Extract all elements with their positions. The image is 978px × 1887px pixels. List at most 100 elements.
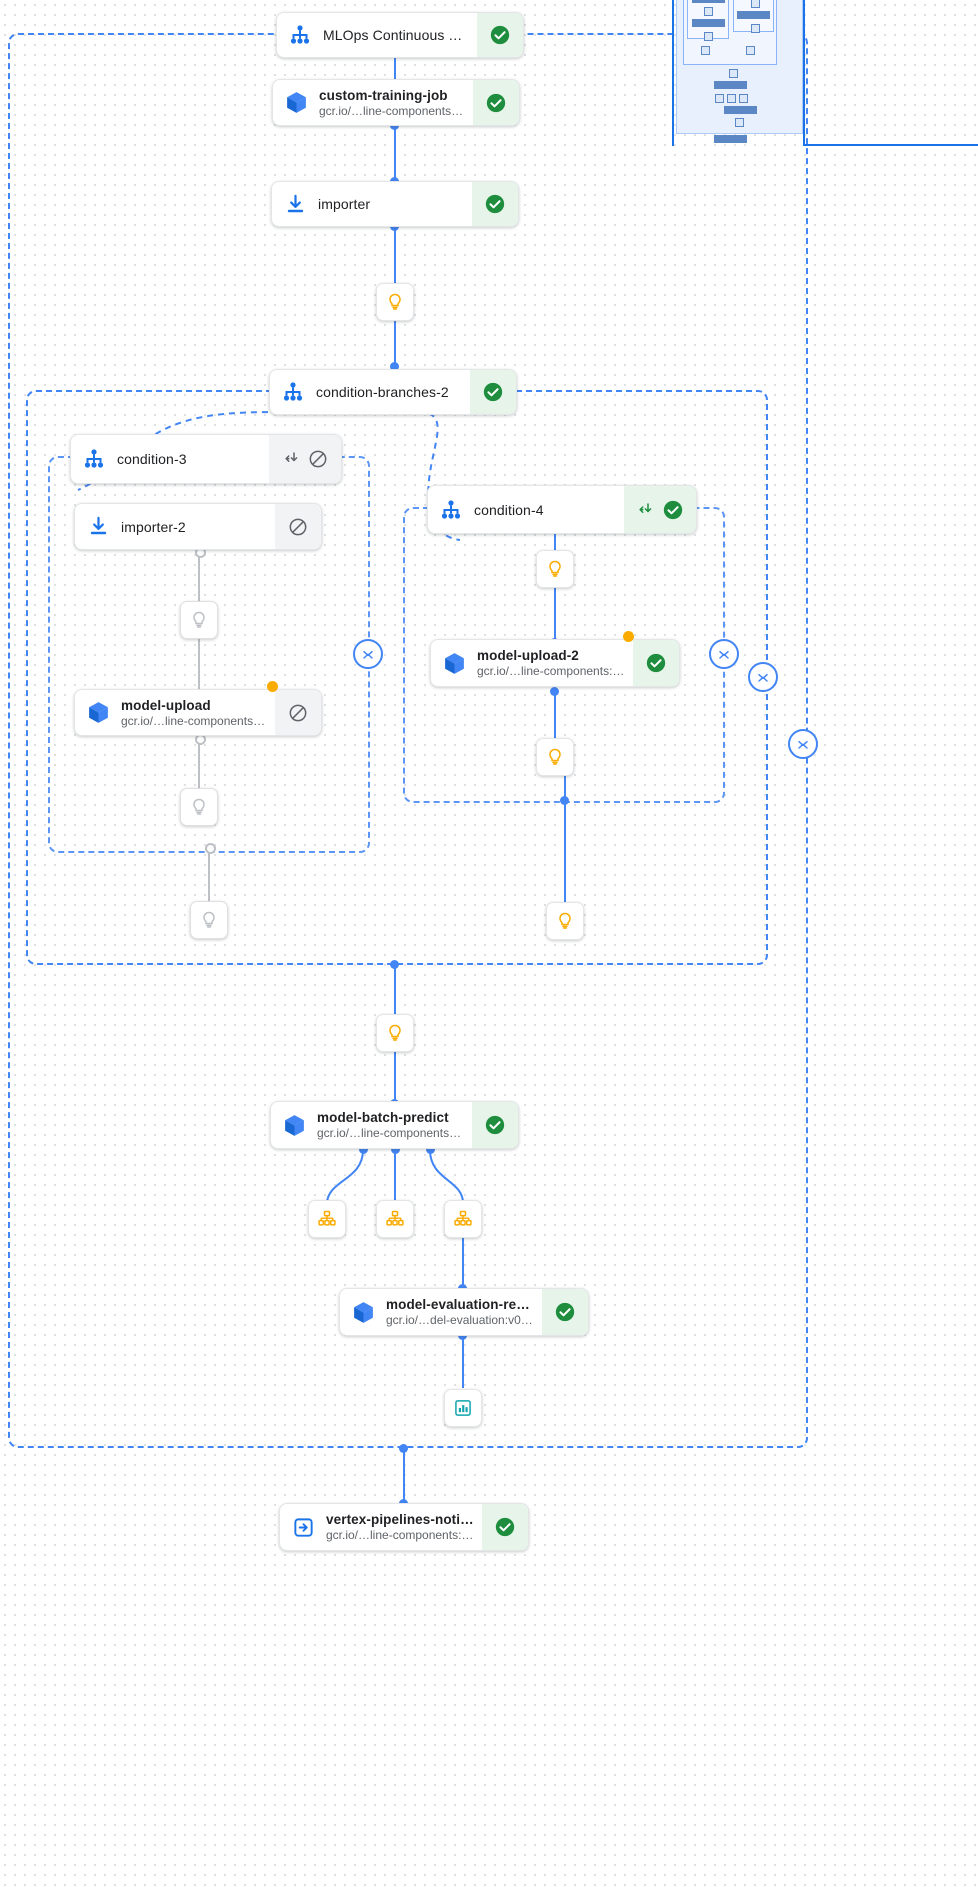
edge-model-upload-to-artifact bbox=[198, 733, 200, 790]
import-icon bbox=[272, 182, 318, 226]
node-subtitle: gcr.io/…del-evaluation:v0.9.3 bbox=[386, 1313, 534, 1327]
status-badge-succeeded bbox=[472, 1102, 518, 1148]
edge-branches-out bbox=[394, 963, 396, 1019]
import-icon bbox=[75, 504, 121, 549]
nested-branch-icon bbox=[285, 452, 298, 462]
node-model-evaluation[interactable]: model-evaluation-regres… gcr.io/…del-eva… bbox=[339, 1288, 589, 1336]
node-text: model-evaluation-regres… gcr.io/…del-eva… bbox=[386, 1289, 542, 1335]
edge-dot bbox=[390, 960, 399, 969]
node-condition-branches-2[interactable]: condition-branches-2 bbox=[269, 369, 517, 415]
node-title: condition-4 bbox=[474, 501, 544, 518]
node-vertex-pipelines-notification[interactable]: vertex-pipelines-notificat… gcr.io/…line… bbox=[279, 1503, 529, 1551]
node-importer[interactable]: importer bbox=[271, 181, 519, 227]
edge-artifact-to-model-evaluation bbox=[462, 1238, 464, 1288]
artifact-bulb-4[interactable] bbox=[190, 901, 228, 939]
node-subtitle: gcr.io/…line-components:2.6.0 bbox=[319, 103, 465, 118]
node-text: MLOps Continuous Traini… bbox=[323, 13, 477, 57]
node-marker-dot bbox=[267, 681, 278, 692]
minimap-node bbox=[751, 0, 760, 8]
node-title: model-batch-predict bbox=[317, 1110, 449, 1125]
collapse-toggle-condition-3[interactable] bbox=[353, 639, 383, 669]
dag-icon bbox=[277, 13, 323, 57]
status-badge-succeeded bbox=[470, 370, 516, 414]
edge-training-to-importer bbox=[394, 125, 396, 182]
minimap-node bbox=[714, 81, 747, 89]
minimap-node bbox=[729, 69, 738, 78]
collapse-toggle-condition-4[interactable] bbox=[709, 639, 739, 669]
edge-root-to-notification bbox=[403, 1447, 405, 1502]
status-badge-succeeded bbox=[473, 80, 519, 125]
node-title: importer bbox=[318, 196, 371, 212]
minimap-viewport-edge bbox=[672, 0, 674, 146]
condition-icon bbox=[71, 435, 117, 483]
node-text: model-batch-predict gcr.io/…line-compone… bbox=[317, 1102, 472, 1148]
node-title: condition-3 bbox=[117, 451, 187, 467]
edge-artifact-to-batch-predict bbox=[394, 1050, 396, 1103]
artifact-metrics[interactable] bbox=[444, 1389, 482, 1427]
minimap-group-inner-left bbox=[687, 0, 729, 41]
node-pipeline-root[interactable]: MLOps Continuous Traini… bbox=[276, 12, 524, 58]
status-badge-succeeded bbox=[477, 13, 523, 57]
node-title: MLOps Continuous Traini… bbox=[323, 27, 469, 43]
edge-model-evaluation-to-metrics bbox=[462, 1335, 464, 1388]
node-title: condition-branches-2 bbox=[316, 384, 449, 400]
status-badge-group[interactable] bbox=[269, 435, 341, 483]
node-title: model-evaluation-regres… bbox=[386, 1297, 534, 1312]
node-condition-3[interactable]: condition-3 bbox=[70, 434, 342, 484]
status-badge-skipped bbox=[275, 504, 321, 549]
artifact-dataset-1[interactable] bbox=[308, 1200, 346, 1238]
minimap-node bbox=[735, 118, 744, 127]
exit-icon bbox=[280, 1504, 326, 1550]
artifact-bulb-8[interactable] bbox=[376, 1014, 414, 1052]
cube-icon bbox=[273, 80, 319, 125]
dag-icon bbox=[270, 370, 316, 414]
cube-icon bbox=[340, 1289, 386, 1335]
node-model-batch-predict[interactable]: model-batch-predict gcr.io/…line-compone… bbox=[270, 1101, 519, 1149]
artifact-bulb-7[interactable] bbox=[546, 902, 584, 940]
graph-minimap[interactable] bbox=[676, 0, 803, 143]
minimap-node bbox=[737, 11, 770, 19]
artifact-bulb-2[interactable] bbox=[180, 601, 218, 639]
node-text: condition-3 bbox=[117, 435, 269, 483]
collapse-toggle-root[interactable] bbox=[788, 729, 818, 759]
edge-dot bbox=[550, 687, 559, 696]
artifact-bulb-3[interactable] bbox=[180, 788, 218, 826]
status-badge-succeeded bbox=[542, 1289, 588, 1335]
minimap-node bbox=[739, 94, 748, 103]
edge-condition4-out bbox=[564, 773, 566, 906]
edge-artifact-to-model-upload-2 bbox=[554, 586, 556, 642]
condition-icon bbox=[428, 486, 474, 533]
artifact-bulb-5[interactable] bbox=[536, 550, 574, 588]
node-text: custom-training-job gcr.io/…line-compone… bbox=[319, 80, 473, 125]
minimap-viewport[interactable] bbox=[803, 0, 978, 146]
check-circle-icon bbox=[663, 500, 683, 519]
minimap-group-outer bbox=[683, 0, 777, 65]
minimap-node bbox=[692, 19, 725, 27]
minimap-node bbox=[746, 46, 755, 55]
node-title: custom-training-job bbox=[319, 87, 448, 103]
minimap-node bbox=[727, 94, 736, 103]
edge-dot bbox=[399, 1444, 408, 1453]
status-badge-group[interactable] bbox=[624, 486, 696, 533]
node-text: model-upload-2 gcr.io/…line-components:2… bbox=[477, 640, 633, 686]
artifact-bulb-6[interactable] bbox=[536, 738, 574, 776]
artifact-bulb-1[interactable] bbox=[376, 283, 414, 321]
node-marker-dot bbox=[623, 631, 634, 642]
artifact-dataset-2[interactable] bbox=[376, 1200, 414, 1238]
node-condition-4[interactable]: condition-4 bbox=[427, 485, 697, 534]
collapse-toggle-branches[interactable] bbox=[748, 662, 778, 692]
minimap-node bbox=[724, 106, 757, 114]
edge-importer2-to-artifact bbox=[198, 550, 200, 608]
edge-importer-to-artifact bbox=[394, 226, 396, 284]
edge-dot bbox=[359, 1145, 368, 1154]
artifact-dataset-3[interactable] bbox=[444, 1200, 482, 1238]
node-model-upload-2[interactable]: model-upload-2 gcr.io/…line-components:2… bbox=[430, 639, 680, 687]
nested-branch-icon bbox=[639, 502, 652, 513]
status-badge-succeeded bbox=[633, 640, 679, 686]
minimap-node bbox=[704, 32, 713, 41]
node-model-upload[interactable]: model-upload gcr.io/…line-components:2.6… bbox=[74, 689, 322, 736]
edge-artifact-to-model-upload bbox=[198, 637, 200, 694]
node-custom-training-job[interactable]: custom-training-job gcr.io/…line-compone… bbox=[272, 79, 520, 126]
node-importer-2[interactable]: importer-2 bbox=[74, 503, 322, 550]
